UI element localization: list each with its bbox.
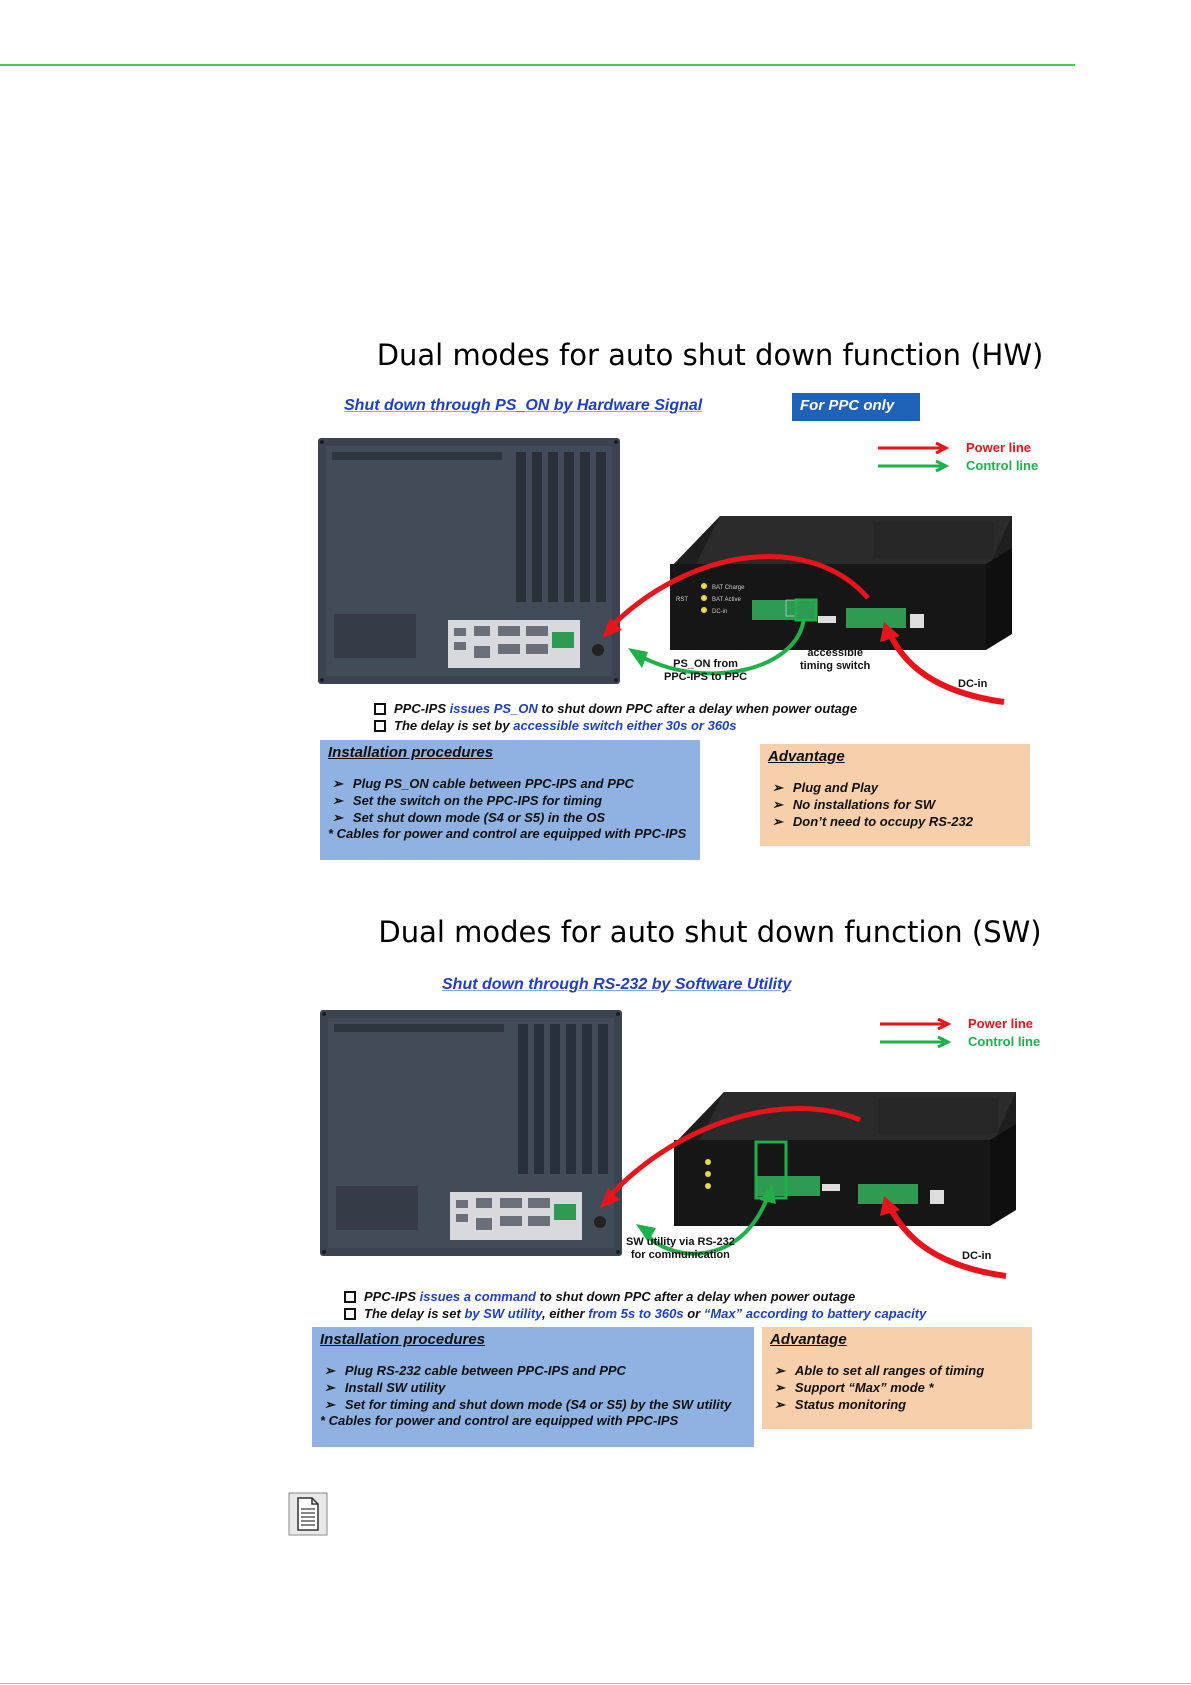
rst-label: RST [676,597,688,603]
hw-badge: For PPC only [792,393,920,421]
legend-power-label: Power line [966,440,1032,455]
hw-install-note: * Cables for power and control are equip… [328,826,687,841]
hw-advantage-head: Advantage [768,748,845,765]
legend-power-label: Power line [968,1016,1034,1031]
control-arrow-icon [880,1035,952,1048]
sw-install-head: Installation procedures [320,1331,486,1348]
list-item: ➢Install SW utility [324,1379,446,1396]
power-arrow-icon [878,441,950,454]
sw-subtitle: Shut down through RS-232 by Software Uti… [442,976,792,993]
list-item: ➢Able to set all ranges of timing [774,1362,985,1379]
list-item: The delay is set by accessible switch ei… [374,717,857,734]
arrow-bullet-icon: ➢ [772,779,783,795]
arrow-bullet-icon: ➢ [332,775,343,791]
hw-install-head: Installation procedures [328,744,494,761]
list-item: ➢Plug PS_ON cable between PPC-IPS and PP… [332,775,634,792]
power-arrow-icon [880,1017,952,1030]
sw-ips-box-image [674,1092,1016,1226]
hw-ppc-panel-image [318,438,620,684]
hw-title: Dual modes for auto shut down function (… [376,338,1044,372]
list-item: ➢Set for timing and shut down mode (S4 o… [324,1396,732,1413]
list-item: The delay is set by SW utility, either f… [344,1305,926,1322]
list-item: ➢Support “Max” mode * [774,1379,934,1396]
arrow-bullet-icon: ➢ [774,1362,785,1378]
arrow-bullet-icon: ➢ [774,1379,785,1395]
arrow-bullet-icon: ➢ [332,792,343,808]
sw-advantage-head: Advantage [770,1331,847,1348]
hw-advantage-box: Advantage ➢Plug and Play ➢No installatio… [760,744,1030,846]
header-rule [0,64,1075,66]
list-item: PPC-IPS issues a command to shut down PP… [344,1288,926,1305]
arrow-bullet-icon: ➢ [324,1396,335,1412]
led-label: BAT Charge [712,585,745,591]
sw-bullets: PPC-IPS issues a command to shut down PP… [344,1288,926,1322]
square-bullet-icon [374,719,386,732]
arrow-bullet-icon: ➢ [324,1379,335,1395]
control-arrow-icon [878,459,950,472]
arrow-bullet-icon: ➢ [332,809,343,825]
legend-control-label: Control line [968,1034,1041,1049]
hw-install-box: Installation procedures ➢Plug PS_ON cabl… [320,740,700,860]
legend-power: Power line [878,440,1038,455]
list-item: PPC-IPS issues PS_ON to shut down PPC af… [374,700,857,717]
list-item: ➢Plug RS-232 cable between PPC-IPS and P… [324,1362,626,1379]
sw-title: Dual modes for auto shut down function (… [378,915,1042,949]
list-item: ➢Set the switch on the PPC-IPS for timin… [332,792,603,809]
list-item: ➢Set shut down mode (S4 or S5) in the OS [332,809,605,826]
legend-power: Power line [880,1016,1040,1031]
hw-subtitle: Shut down through PS_ON by Hardware Sign… [344,397,703,414]
legend-control: Control line [878,458,1038,473]
square-bullet-icon [344,1290,356,1303]
list-item: ➢Plug and Play [772,779,879,796]
sw-dcin-label: DC-in [962,1250,992,1262]
list-item: ➢Don’t need to occupy RS-232 [772,813,974,830]
list-item: ➢Status monitoring [774,1396,907,1413]
hw-legend: Power line Control line [878,440,1038,473]
footer-rule [0,1683,1191,1684]
square-bullet-icon [374,702,386,715]
hw-bullets: PPC-IPS issues PS_ON to shut down PPC af… [374,700,857,734]
note-icon [288,1492,328,1536]
arrow-bullet-icon: ➢ [772,813,783,829]
arrow-bullet-icon: ➢ [772,796,783,812]
arrow-bullet-icon: ➢ [324,1362,335,1378]
sw-advantage-box: Advantage ➢Able to set all ranges of tim… [762,1327,1032,1429]
legend-control: Control line [880,1034,1040,1049]
hw-ips-box-image: BAT Charge BAT Active DC-in RST [670,516,1012,650]
led-label: BAT Active [712,597,741,603]
list-item: ➢No installations for SW [772,796,936,813]
sw-connection-arrows [600,1106,1007,1279]
sw-install-note: * Cables for power and control are equip… [320,1413,679,1428]
hw-connection-arrows [602,554,1005,705]
sw-install-box: Installation procedures ➢Plug RS-232 cab… [312,1327,754,1447]
led-label: DC-in [712,609,727,615]
sw-legend: Power line Control line [880,1016,1040,1049]
sw-ppc-panel-image [320,1010,622,1256]
arrow-bullet-icon: ➢ [774,1396,785,1412]
legend-control-label: Control line [966,458,1039,473]
square-bullet-icon [344,1307,356,1320]
hw-dcin-label: DC-in [958,678,988,690]
